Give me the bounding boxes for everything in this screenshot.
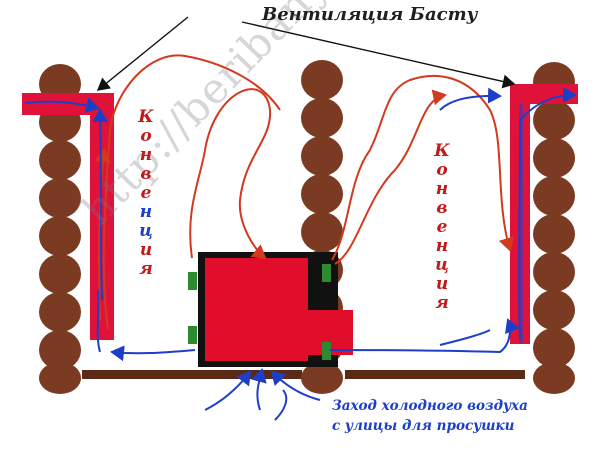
stove-vent-top-right (322, 264, 331, 282)
left-label-char: я (139, 259, 153, 279)
caption-line-1: Заход холодного воздуха (332, 398, 528, 414)
right-label-char: я (435, 293, 449, 313)
left-log-wall (39, 64, 81, 394)
pointer-left-vent (96, 16, 189, 91)
floor-right (345, 370, 525, 379)
right-label-char: К (434, 141, 450, 161)
hot-air-flow (94, 54, 515, 331)
left-label-char: К (138, 107, 154, 127)
right-label-char: е (436, 217, 448, 237)
right-label-char: о (436, 160, 448, 180)
left-convection-label: К о н в е н ц и я (136, 108, 156, 279)
left-label-char: ц (139, 221, 153, 241)
stove (188, 252, 353, 367)
cold-air-flow (24, 87, 577, 421)
right-label-char: и (435, 274, 449, 294)
left-label-char: н (139, 202, 153, 222)
diagram-title: Вентиляция Басту (262, 4, 478, 25)
right-label-char: в (436, 198, 448, 218)
right-label-char: н (435, 236, 449, 256)
pointer-right-vent (241, 21, 516, 89)
right-convection-label: К о н в е н ц и я (432, 142, 452, 313)
right-label-char: ц (435, 255, 449, 275)
cold-air-caption: Заход холодного воздуха с улицы для прос… (332, 396, 528, 436)
floor-left (82, 370, 302, 379)
left-label-char: о (140, 126, 152, 146)
left-label-char: в (140, 164, 152, 184)
caption-line-2: с улицы для просушки (332, 418, 515, 434)
left-label-char: н (139, 145, 153, 165)
left-label-char: и (139, 240, 153, 260)
stove-vent-bottom-left (188, 326, 197, 344)
right-log-wall (533, 62, 575, 394)
stove-vent-bottom-right (322, 342, 331, 360)
right-label-char: н (435, 179, 449, 199)
stove-vent-top-left (188, 272, 197, 290)
left-label-char: е (140, 183, 152, 203)
